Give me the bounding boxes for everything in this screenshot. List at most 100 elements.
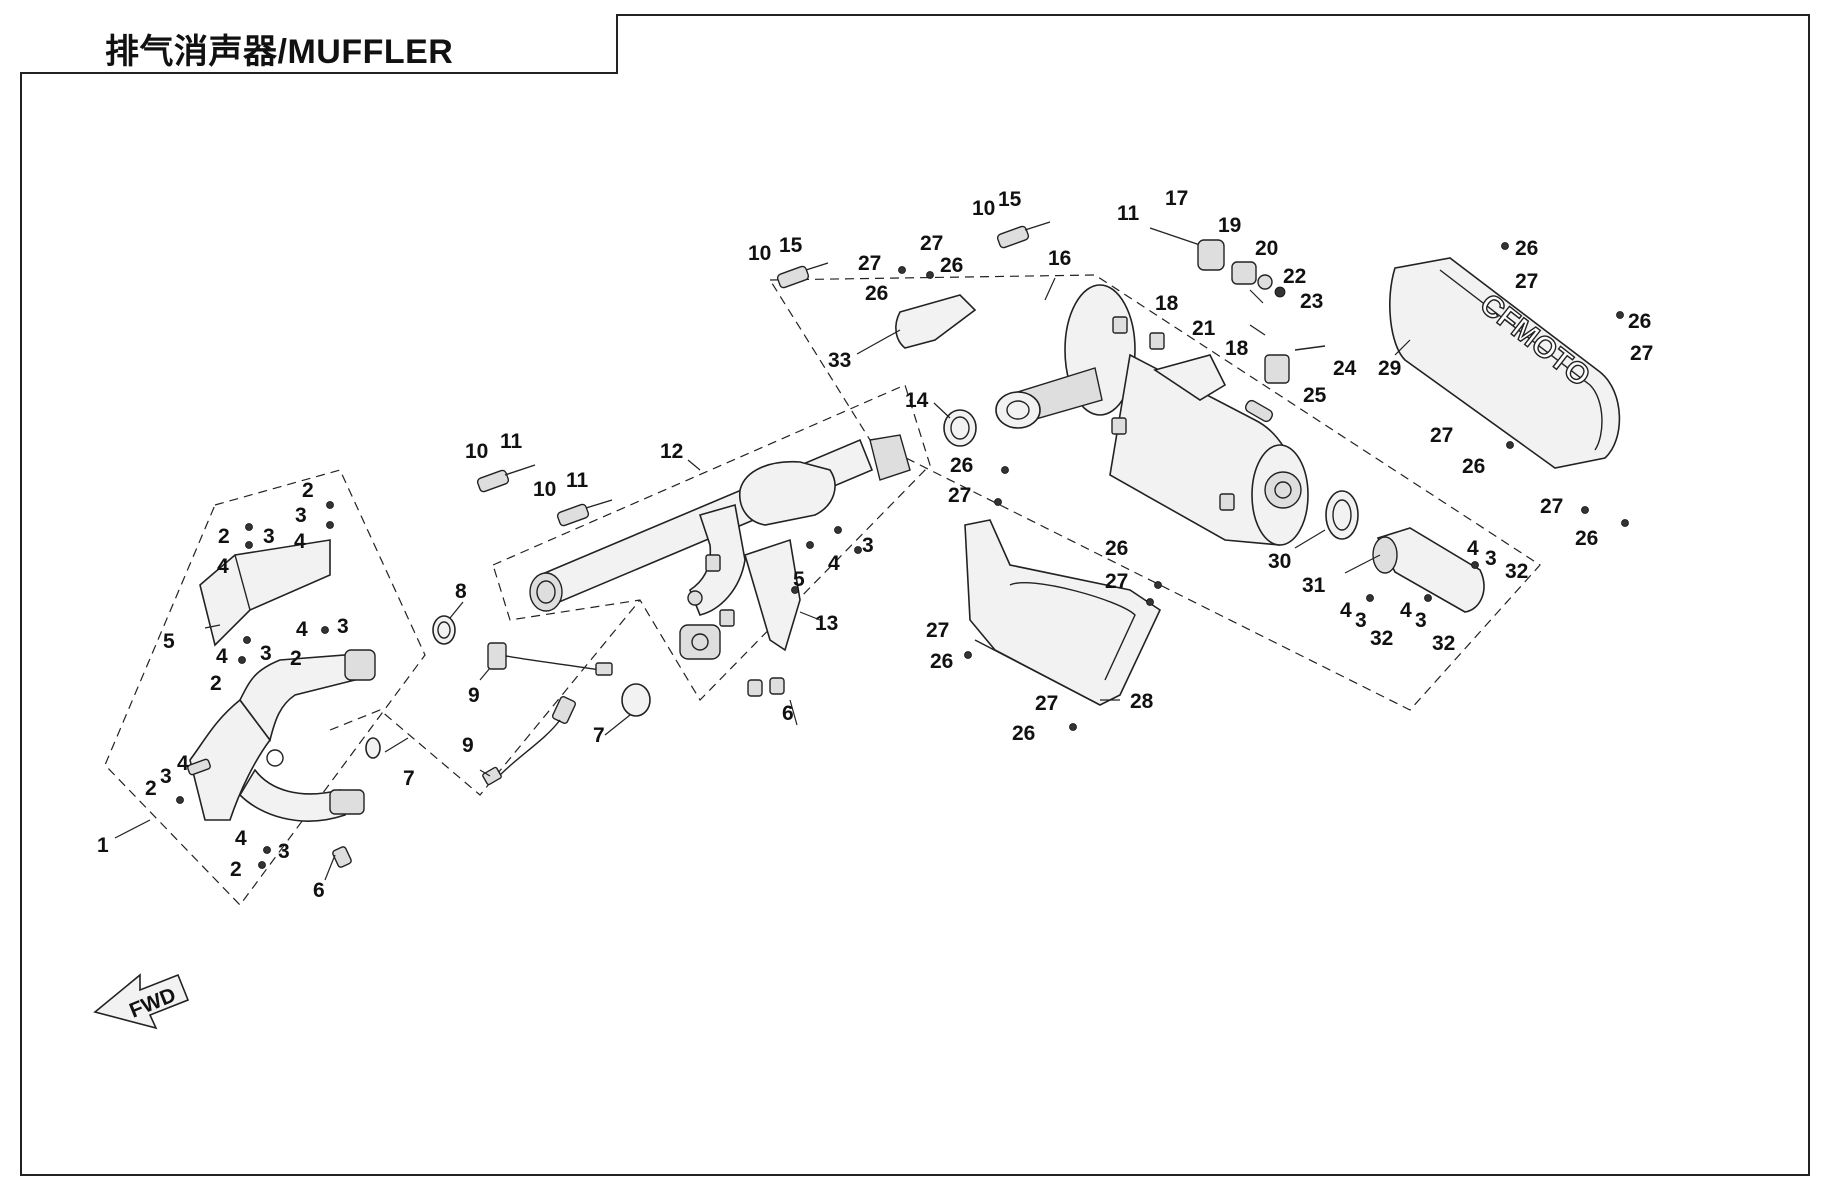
title-block: 排气消声器/MUFFLER	[20, 14, 618, 74]
callout-4: 4	[177, 752, 189, 775]
callout-27: 27	[1630, 342, 1653, 365]
callout-9: 9	[468, 684, 480, 707]
muffler-bracket	[1153, 354, 1227, 401]
header-flange-upper	[344, 649, 376, 681]
callout-26: 26	[940, 254, 963, 277]
callout-26: 26	[865, 282, 888, 305]
callout-10: 10	[465, 440, 488, 463]
gasket-7-lower	[365, 737, 381, 759]
tailpipe-31	[1372, 527, 1485, 613]
nut-6-a	[332, 846, 352, 868]
callout-27: 27	[926, 619, 949, 642]
callout-20: 20	[1255, 237, 1278, 260]
mid-pipe-inlet	[529, 572, 563, 612]
springs-and-bolts	[476, 221, 1051, 527]
header-pipe-assembly	[189, 539, 376, 822]
callout-16: 16	[1048, 247, 1071, 270]
callout-2: 2	[290, 647, 302, 670]
callout-6: 6	[782, 702, 794, 725]
header-clamp-ring	[266, 749, 284, 767]
callout-28: 28	[1130, 690, 1154, 713]
spring-10-c	[776, 265, 810, 289]
header-pipe-lower	[238, 768, 346, 822]
callout-10: 10	[972, 197, 995, 220]
callout-18: 18	[1225, 337, 1249, 360]
callout-32: 32	[1505, 560, 1528, 583]
callout-29: 29	[1378, 357, 1401, 380]
spring-10-a	[476, 469, 510, 493]
lower-heat-shield	[964, 519, 1162, 706]
bracket-25	[1264, 354, 1290, 384]
sleeve-g	[687, 590, 703, 606]
header-pipe-group-outline	[104, 469, 426, 906]
callout-3: 3	[337, 615, 349, 638]
muffler-cover-29: CFMOTO	[1389, 257, 1621, 469]
callout-27: 27	[948, 484, 971, 507]
callout-21: 21	[1192, 317, 1216, 340]
callout-15: 15	[998, 188, 1022, 211]
catalytic-converter	[739, 460, 836, 526]
sleeve-e	[705, 554, 721, 572]
o2-sensor-body-upper	[595, 662, 613, 676]
callout-3: 3	[160, 765, 172, 788]
callout-12: 12	[660, 440, 683, 463]
callout-4: 4	[1340, 599, 1352, 622]
callout-8: 8	[455, 580, 467, 603]
callout-32: 32	[1432, 632, 1455, 655]
callout-6: 6	[313, 879, 325, 902]
muffler-cover	[1389, 257, 1621, 469]
mid-pipe-assembly	[529, 434, 911, 660]
gasket-7-upper	[621, 683, 651, 717]
callout-10: 10	[533, 478, 556, 501]
callout-26: 26	[950, 454, 973, 477]
bushing-19	[1197, 239, 1225, 271]
callout-2: 2	[145, 777, 157, 800]
mount-bracket	[1149, 227, 1326, 384]
callout-9: 9	[462, 734, 474, 757]
bolt-24	[1294, 345, 1326, 351]
callout-11: 11	[1117, 202, 1140, 225]
bracket-loop	[187, 758, 211, 776]
callout-10: 10	[748, 242, 771, 265]
bolt-11-b	[585, 499, 613, 509]
sleeve-c	[1111, 417, 1127, 435]
callout-15: 15	[779, 234, 803, 257]
callout-3: 3	[263, 525, 275, 548]
nut-6-b	[747, 679, 763, 697]
callout-33: 33	[828, 349, 851, 372]
callout-13: 13	[815, 612, 838, 635]
callout-26: 26	[1628, 310, 1651, 333]
callout-18: 18	[1155, 292, 1179, 315]
nut-23	[1274, 286, 1286, 298]
spring-10-b	[556, 503, 590, 527]
bolt-15-b	[1024, 221, 1051, 231]
callout-5: 5	[793, 568, 805, 591]
leader-lines	[114, 277, 1411, 881]
callout-4: 4	[1467, 537, 1479, 560]
o2-sensor-wire-upper	[505, 655, 601, 671]
callout-11: 11	[566, 469, 589, 492]
o2-sensor-connector-lower	[551, 696, 577, 724]
header-flange-lower	[329, 789, 365, 815]
page-title: 排气消声器/MUFFLER	[105, 33, 454, 71]
spring-10-d	[996, 225, 1030, 249]
sleeve-f	[719, 609, 735, 627]
callout-2: 2	[302, 479, 314, 502]
callout-3: 3	[1355, 609, 1367, 632]
callout-3: 3	[295, 504, 307, 527]
o2-sensor-body-lower	[482, 766, 502, 786]
callout-14: 14	[905, 389, 929, 412]
mid-pipe-heat-shield-13	[744, 538, 801, 652]
callout-4: 4	[235, 827, 247, 850]
callout-19: 19	[1218, 214, 1241, 237]
mid-pipe-group-outline	[492, 384, 931, 701]
callout-7: 7	[403, 767, 415, 790]
callout-1: 1	[97, 834, 109, 857]
drawing-frame	[20, 14, 1810, 1176]
callout-3: 3	[278, 840, 290, 863]
small-hardware	[187, 316, 1273, 868]
callout-7: 7	[593, 724, 605, 747]
o2-sensor-connector-upper	[487, 642, 507, 670]
bolt-17	[1149, 227, 1201, 246]
